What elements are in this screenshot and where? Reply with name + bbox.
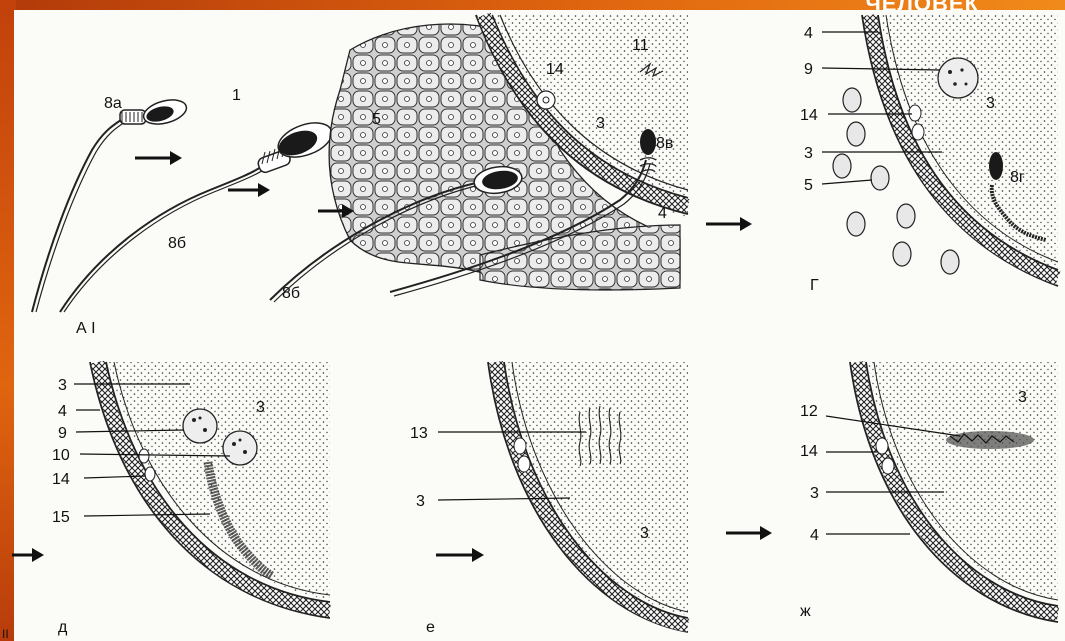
label-g-5: 5 <box>804 177 813 194</box>
label-zh-3a: 3 <box>1018 389 1027 406</box>
panel-label-zh: ж <box>800 603 811 620</box>
corner-label: II <box>2 627 9 641</box>
label-8b-1: 8б <box>168 235 186 252</box>
label-5: 5 <box>372 111 381 128</box>
label-d-3b: 3 <box>256 399 265 416</box>
label-zh-12: 12 <box>800 403 818 420</box>
label-e-3b: 3 <box>640 525 649 542</box>
panel-g-sperm-fusion: 4 9 3 14 3 5 8г Г <box>800 15 1058 294</box>
panel-label-d: д <box>58 619 68 636</box>
panel-label-e: е <box>426 619 435 636</box>
panel-label-g: Г <box>810 277 819 294</box>
label-g-3b: 3 <box>804 145 813 162</box>
label-14: 14 <box>546 61 564 78</box>
label-g-8g: 8г <box>1010 169 1025 186</box>
panel-label-a: А I <box>76 320 96 337</box>
label-g-3a: 3 <box>986 95 995 112</box>
label-e-13: 13 <box>410 425 428 442</box>
arrow-to-g <box>706 217 752 231</box>
panel-a-egg-contact: 5 14 11 3 8в 4 8б <box>270 15 688 302</box>
label-8v: 8в <box>656 135 673 152</box>
label-d-3a: 3 <box>58 377 67 394</box>
label-d-4: 4 <box>58 403 67 420</box>
label-4: 4 <box>658 205 667 222</box>
label-zh-14: 14 <box>800 443 818 460</box>
panel-zh-metaphase: 12 3 14 3 4 ж <box>726 362 1058 622</box>
panel-d-pronuclei: 3 4 9 3 10 14 15 д <box>12 362 330 636</box>
label-g-4: 4 <box>804 25 813 42</box>
label-8a: 8а <box>104 95 122 112</box>
label-11: 11 <box>632 37 649 54</box>
label-g-9: 9 <box>804 61 813 78</box>
label-8b-2: 8б <box>282 285 300 302</box>
label-d-14: 14 <box>52 471 70 488</box>
label-d-10: 10 <box>52 447 70 464</box>
label-d-9: 9 <box>58 425 67 442</box>
label-e-3a: 3 <box>416 493 425 510</box>
label-3: 3 <box>596 115 605 132</box>
label-zh-4: 4 <box>810 527 819 544</box>
label-zh-3b: 3 <box>810 485 819 502</box>
label-1: 1 <box>232 87 241 104</box>
label-g-14: 14 <box>800 107 818 124</box>
panel-e-spindle: 13 3 3 е <box>410 362 688 636</box>
sperm-8a <box>32 96 189 312</box>
label-d-15: 15 <box>52 509 70 526</box>
